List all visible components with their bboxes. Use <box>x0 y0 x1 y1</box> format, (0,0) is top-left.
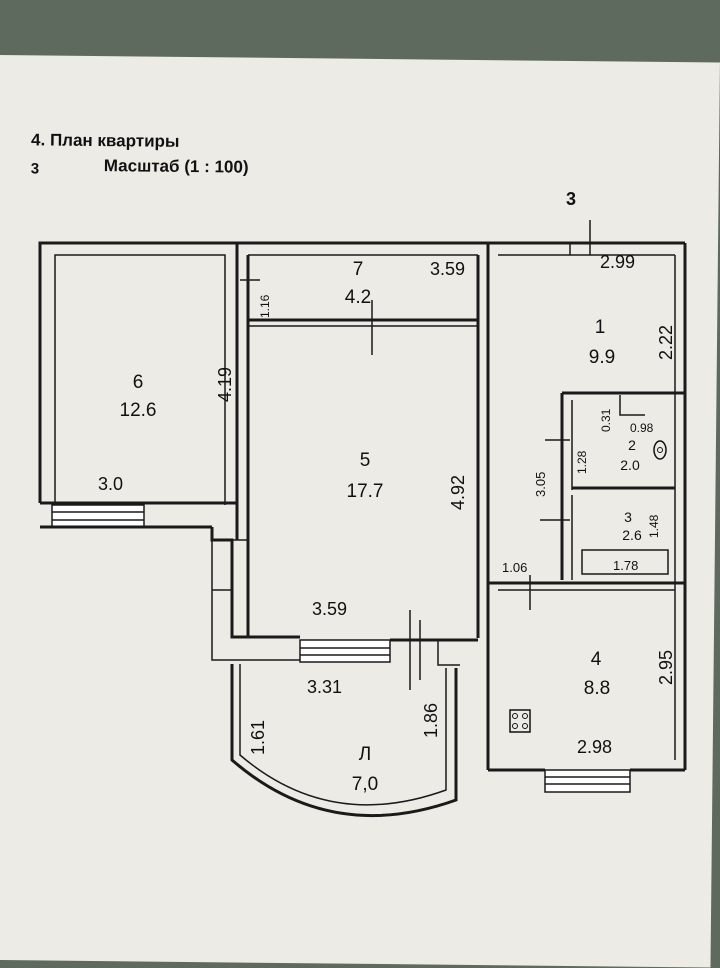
svg-text:7: 7 <box>353 259 364 280</box>
toilet-icon <box>653 440 667 460</box>
svg-text:2.0: 2.0 <box>620 457 640 473</box>
svg-text:4.2: 4.2 <box>345 287 371 308</box>
dim-178: 1.78 <box>613 558 638 573</box>
dim-bottom-359: 3.59 <box>312 599 347 619</box>
svg-text:Л: Л <box>359 744 371 765</box>
dim-419: 4.19 <box>215 367 235 402</box>
stove-icon <box>509 709 531 733</box>
svg-text:4: 4 <box>591 649 602 670</box>
svg-text:12.6: 12.6 <box>120 400 157 421</box>
room-label-balcony: Л 7,0 <box>352 744 378 795</box>
svg-text:2: 2 <box>628 437 636 453</box>
room-label-6: 6 12.6 <box>120 372 157 421</box>
svg-text:17.7: 17.7 <box>347 481 384 502</box>
room-label-7: 7 4.2 <box>345 259 371 308</box>
svg-text:5: 5 <box>360 450 371 471</box>
svg-text:8.8: 8.8 <box>584 678 610 699</box>
dim-106: 1.06 <box>502 560 527 575</box>
room-label-2: 2 2.0 <box>620 437 640 473</box>
svg-text:1: 1 <box>595 317 606 338</box>
room-label-5: 5 17.7 <box>347 450 384 502</box>
svg-text:9.9: 9.9 <box>589 347 615 368</box>
room-label-1: 1 9.9 <box>589 317 615 368</box>
dim-331: 3.31 <box>307 677 342 697</box>
balcony-walls <box>230 664 458 817</box>
window-room-6 <box>51 504 145 528</box>
section-mark: 3 <box>566 189 576 209</box>
dim-295: 2.95 <box>656 650 676 685</box>
dim-222: 2.22 <box>656 325 676 360</box>
dim-30: 3.0 <box>98 474 123 494</box>
dim-305: 3.05 <box>533 472 548 497</box>
room-label-3: 3 2.6 <box>622 509 642 543</box>
dim-128: 1.28 <box>575 450 589 474</box>
dim-186: 1.86 <box>421 703 441 738</box>
svg-text:2.6: 2.6 <box>622 527 642 543</box>
room-6-walls <box>38 241 239 540</box>
dim-116: 1.16 <box>258 294 272 318</box>
dim-298: 2.98 <box>577 737 612 757</box>
dim-161: 1.61 <box>248 720 268 755</box>
dim-098: 0.98 <box>630 421 654 435</box>
window-room-4 <box>544 769 631 793</box>
dim-492: 4.92 <box>448 475 468 510</box>
dim-top-359: 3.59 <box>430 259 465 279</box>
room-label-4: 4 8.8 <box>584 649 610 699</box>
dim-148: 1.48 <box>647 514 661 538</box>
dim-031: 0.31 <box>599 408 613 432</box>
svg-text:7,0: 7,0 <box>352 774 378 795</box>
dim-299: 2.99 <box>600 252 635 272</box>
svg-text:6: 6 <box>133 372 144 393</box>
svg-text:3: 3 <box>624 509 632 525</box>
window-room-5 <box>299 639 391 663</box>
